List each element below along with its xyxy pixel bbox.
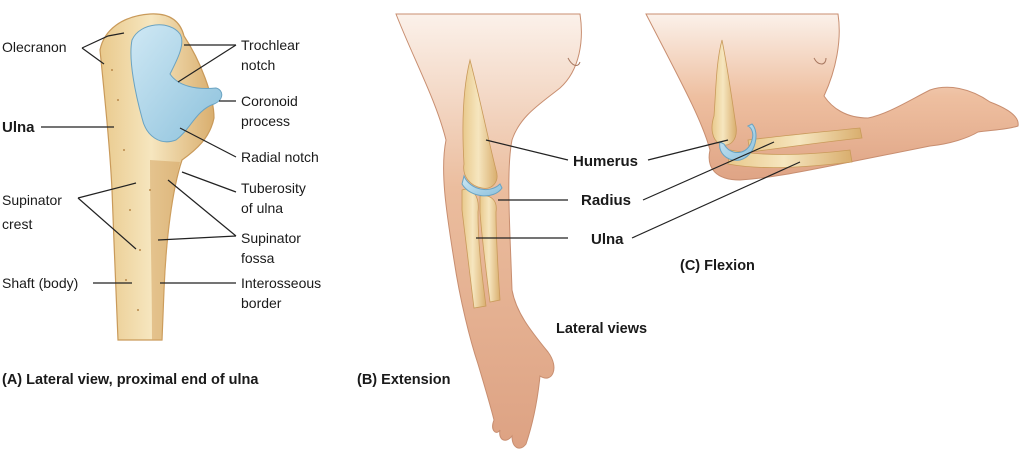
label-tuberosity-1: Tuberosity bbox=[241, 180, 306, 196]
panel-a-leader-lines bbox=[41, 32, 237, 284]
panel-a-ulna-illustration bbox=[99, 13, 223, 341]
label-shaft: Shaft (body) bbox=[2, 275, 78, 291]
label-radial-notch: Radial notch bbox=[241, 149, 319, 165]
label-interosseous-1: Interosseous bbox=[241, 275, 321, 291]
skin-crease-extension bbox=[567, 57, 581, 66]
label-supinator-crest-1: Supinator bbox=[2, 192, 62, 208]
panel-c-arm-illustration bbox=[645, 13, 1019, 181]
label-ulna-a: Ulna bbox=[2, 119, 35, 136]
elbow-cartilage-extension bbox=[461, 174, 503, 197]
label-ulna-b: Ulna bbox=[591, 231, 624, 248]
bone-texture-dots bbox=[111, 69, 151, 311]
label-supinator-crest-2: crest bbox=[2, 216, 32, 232]
label-supinator-fossa-1: Supinator bbox=[241, 230, 301, 246]
caption-lateral-views: Lateral views bbox=[556, 321, 647, 337]
caption-panel-c: (C) Flexion bbox=[680, 258, 755, 274]
label-coronoid-2: process bbox=[241, 113, 290, 129]
label-humerus: Humerus bbox=[573, 153, 638, 170]
panel-b-leader-lines bbox=[476, 139, 569, 239]
label-radius: Radius bbox=[581, 192, 631, 209]
label-coronoid-1: Coronoid bbox=[241, 93, 298, 109]
panel-b-arm-illustration bbox=[395, 13, 582, 449]
radius-bone-extension bbox=[479, 195, 501, 303]
panel-c-leader-lines bbox=[631, 139, 801, 239]
ulna-bone-extension bbox=[461, 188, 487, 309]
elbow-cartilage-flexion bbox=[719, 123, 757, 161]
skin-crease-flexion bbox=[813, 57, 827, 65]
radius-bone-flexion bbox=[747, 127, 863, 153]
caption-panel-a: (A) Lateral view, proximal end of ulna bbox=[2, 372, 259, 388]
ulna-bone-flexion bbox=[727, 149, 853, 169]
ulna-shaft-shading bbox=[150, 160, 180, 340]
label-olecranon: Olecranon bbox=[2, 39, 67, 55]
label-supinator-fossa-2: fossa bbox=[241, 250, 275, 266]
label-interosseous-2: border bbox=[241, 295, 282, 311]
arm-skin-flexion bbox=[645, 13, 1019, 181]
label-tuberosity-2: of ulna bbox=[241, 200, 283, 216]
label-trochlear-notch-2: notch bbox=[241, 57, 275, 73]
label-trochlear-notch-1: Trochlear bbox=[241, 37, 300, 53]
caption-panel-b: (B) Extension bbox=[357, 372, 450, 388]
humerus-bone-extension bbox=[462, 59, 498, 189]
trochlear-notch-cartilage bbox=[130, 24, 223, 143]
